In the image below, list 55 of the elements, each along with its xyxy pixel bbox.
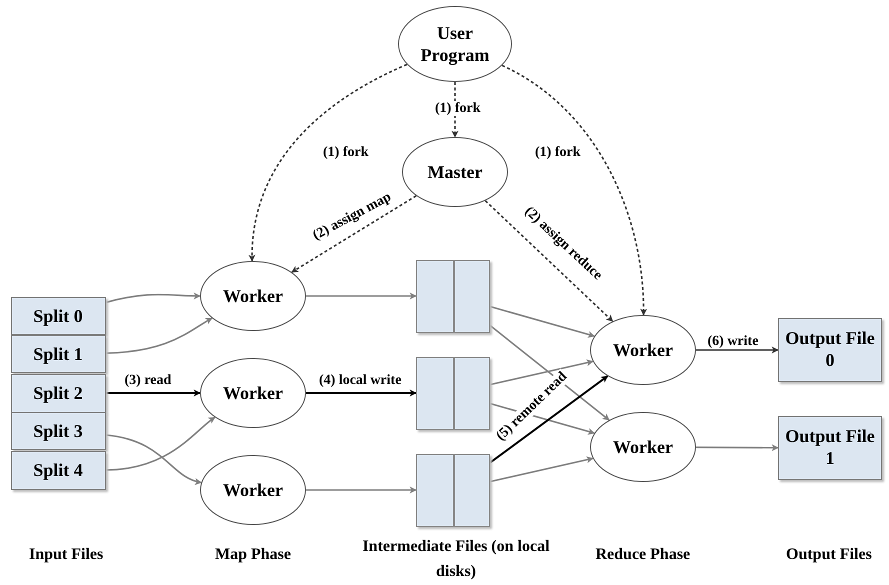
node-label: Output File 0 — [784, 328, 876, 372]
arrow — [696, 444, 779, 452]
arrow — [291, 195, 417, 273]
arrow — [490, 456, 594, 482]
phase-label: Map Phase — [215, 545, 291, 565]
node-label: Worker — [222, 284, 284, 308]
output-file-box — [778, 318, 882, 382]
arrow — [490, 306, 595, 338]
arrow — [696, 346, 779, 354]
node-label: Worker — [612, 436, 674, 458]
arrow — [484, 200, 614, 322]
phase-label: Reduce Phase — [596, 545, 690, 565]
phase-label: Input Files — [29, 545, 104, 565]
arrow — [306, 292, 417, 300]
output-file-box — [778, 416, 882, 480]
intermediate-file-box — [416, 356, 490, 430]
arrow — [502, 64, 647, 316]
input-split-box — [10, 374, 106, 412]
arrow — [306, 390, 417, 396]
input-split-box — [10, 335, 106, 373]
edge-label: (1) fork — [534, 144, 582, 160]
node-label: Worker — [612, 338, 674, 362]
node-label: Worker — [222, 478, 284, 502]
arrow — [105, 317, 213, 354]
node-label: Split 3 — [32, 420, 84, 442]
node-label: Split 4 — [32, 460, 84, 480]
arrow — [105, 416, 216, 471]
intermediate-file-box — [416, 260, 490, 332]
input-split-box — [10, 412, 106, 450]
arrow — [106, 390, 201, 396]
process-ellipse — [590, 315, 696, 385]
edge-label: (1) fork — [434, 100, 482, 116]
arrow — [490, 324, 610, 421]
arrow — [105, 292, 201, 304]
edge-label: (1) fork — [322, 144, 370, 160]
arrow — [248, 64, 408, 262]
arrow — [490, 359, 594, 386]
arrow — [489, 375, 608, 464]
node-label: Split 0 — [32, 306, 84, 326]
node-label: User Program — [420, 22, 490, 66]
node-label: Split 2 — [32, 382, 84, 404]
arrow — [105, 434, 202, 484]
edge-label: (6) write — [706, 334, 760, 349]
intermediate-file-box — [416, 454, 490, 526]
node-label: Master — [426, 160, 484, 184]
phase-label: Output Files — [786, 545, 872, 565]
node-label: Output File 1 — [784, 426, 876, 470]
input-split-box — [10, 450, 106, 490]
node-label: Split 1 — [32, 344, 84, 364]
node-label: Worker — [222, 382, 284, 404]
edge-label: (4) local write — [318, 372, 402, 388]
phase-label: Intermediate Files (on local disks) — [361, 536, 551, 582]
input-split-box — [10, 297, 106, 335]
edge-label: (3) read — [124, 372, 172, 388]
arrow — [306, 486, 417, 494]
